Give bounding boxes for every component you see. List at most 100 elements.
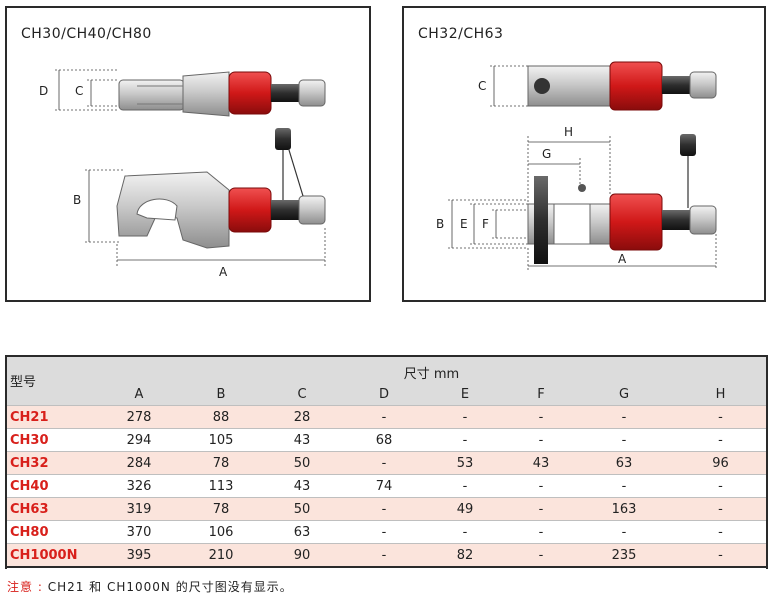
dimension-cell: 82: [423, 543, 507, 568]
tool-side-view: [527, 134, 717, 264]
footnote: 注意 : CH21 和 CH1000N 的尺寸图没有显示。: [7, 578, 293, 595]
dimension-cell: -: [575, 428, 673, 452]
dim-lines-side: [85, 169, 326, 266]
dimension-cell: 395: [95, 543, 183, 568]
dimension-cell: 210: [183, 543, 259, 568]
diagram-panel-ch30-ch40-ch80: CH30/CH40/CH80: [5, 6, 371, 302]
column-header: B: [183, 383, 259, 406]
dim-label-c: C: [75, 84, 83, 98]
dimension-cell: -: [575, 520, 673, 544]
dim-lines-top: [55, 69, 119, 111]
dimension-cell: -: [673, 474, 768, 498]
column-header: F: [507, 383, 575, 406]
dimension-cell: -: [507, 497, 575, 521]
column-header: H: [673, 383, 768, 406]
panel-title: CH30/CH40/CH80: [21, 26, 152, 42]
dimension-cell: 50: [259, 497, 345, 521]
dimension-cell: -: [673, 520, 768, 544]
column-header: C: [259, 383, 345, 406]
dim-label-h: H: [564, 125, 573, 139]
dimension-cell: 278: [95, 405, 183, 429]
dimension-cell: -: [345, 543, 423, 568]
dim-label-f: F: [482, 217, 489, 231]
dimension-cell: 106: [183, 520, 259, 544]
column-header: A: [95, 383, 183, 406]
dimension-cell: 319: [95, 497, 183, 521]
panel-title: CH32/CH63: [418, 26, 504, 42]
dimension-cell: 105: [183, 428, 259, 452]
dim-label-b: B: [73, 193, 81, 207]
dimension-cell: 163: [575, 497, 673, 521]
table-header-row-top: 型号 尺寸 mm: [5, 355, 768, 406]
dim-label-d: D: [39, 84, 48, 98]
dimension-cell: -: [345, 520, 423, 544]
column-header: D: [345, 383, 423, 406]
column-header: E: [423, 383, 507, 406]
dim-label-b: B: [436, 217, 444, 231]
dim-label-e: E: [460, 217, 468, 231]
dimension-cell: 88: [183, 405, 259, 429]
note-text: CH21 和 CH1000N 的尺寸图没有显示。: [47, 580, 293, 594]
dimension-cell: 294: [95, 428, 183, 452]
model-header: 型号: [5, 355, 95, 406]
dimension-cell: 53: [423, 451, 507, 475]
diagram-panel-ch32-ch63: CH32/CH63 C: [402, 6, 766, 302]
dimension-cell: 96: [673, 451, 768, 475]
dimension-cell: 113: [183, 474, 259, 498]
dimension-cell: -: [575, 474, 673, 498]
dimension-cell: -: [673, 428, 768, 452]
model-cell: CH1000N: [5, 543, 95, 568]
dimension-cell: 78: [183, 451, 259, 475]
dimension-cell: 50: [259, 451, 345, 475]
model-cell: CH63: [5, 497, 95, 521]
tool-top-view: [118, 71, 326, 117]
dimension-cell: -: [673, 405, 768, 429]
model-cell: CH21: [5, 405, 95, 429]
dimension-cell: -: [423, 405, 507, 429]
dimension-cell: -: [423, 428, 507, 452]
tool-drawing-right: C: [436, 61, 717, 270]
dimension-cell: 326: [95, 474, 183, 498]
tool-top-view: [527, 61, 717, 111]
dimension-cell: 370: [95, 520, 183, 544]
dimension-cell: 28: [259, 405, 345, 429]
model-cell: CH80: [5, 520, 95, 544]
dimension-cell: -: [345, 497, 423, 521]
dim-label-a: A: [219, 265, 228, 279]
dim-lines-top: [490, 65, 528, 107]
dimension-cell: -: [507, 474, 575, 498]
dimension-cell: 90: [259, 543, 345, 568]
tool-drawing-left: D C B A: [39, 69, 326, 279]
note-label: 注意 :: [7, 580, 43, 594]
model-cell: CH32: [5, 451, 95, 475]
model-cell: CH40: [5, 474, 95, 498]
dimension-cell: -: [345, 405, 423, 429]
dimension-cell: -: [423, 474, 507, 498]
dim-lines-side: [448, 136, 717, 270]
dimension-cell: -: [673, 543, 768, 568]
column-header: G: [575, 383, 673, 406]
dim-label-c: C: [478, 79, 486, 93]
dimension-cell: -: [507, 520, 575, 544]
dim-header: 尺寸 mm: [95, 355, 768, 383]
dimension-cell: -: [345, 451, 423, 475]
dimension-cell: -: [507, 405, 575, 429]
dimension-cell: -: [673, 497, 768, 521]
dim-label-a: A: [618, 252, 627, 266]
dimension-cell: 78: [183, 497, 259, 521]
dimension-cell: 63: [575, 451, 673, 475]
dim-label-g: G: [542, 147, 551, 161]
tool-side-view: [116, 128, 326, 249]
dimension-cell: -: [507, 428, 575, 452]
dimension-cell: 43: [259, 428, 345, 452]
dimension-cell: 43: [507, 451, 575, 475]
